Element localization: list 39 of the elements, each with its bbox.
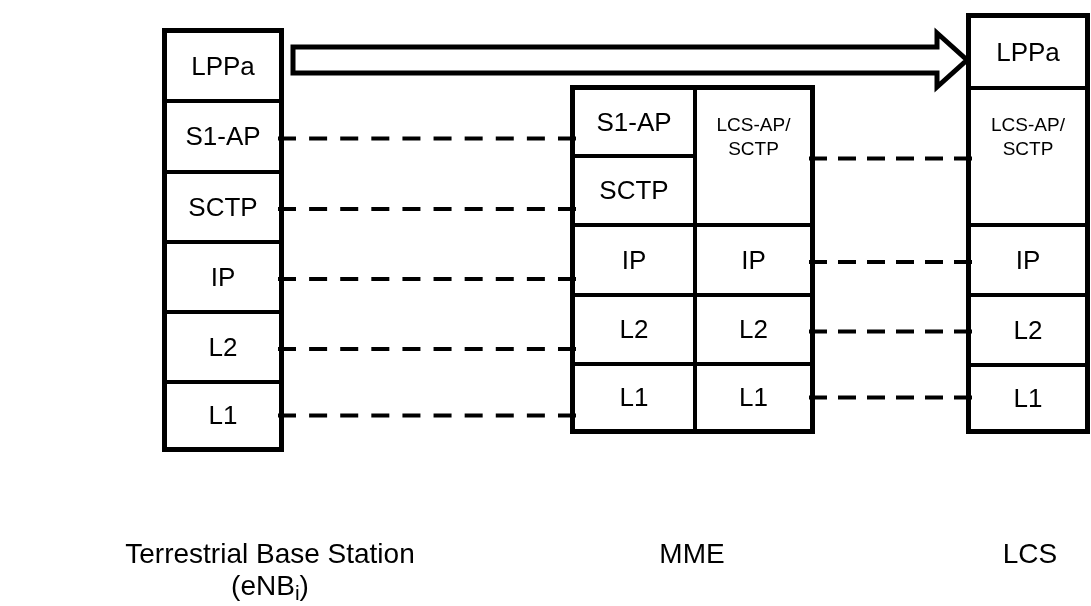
layer-label: L2 (208, 330, 238, 364)
layer-label: IP (741, 243, 766, 277)
layer-label: IP (1015, 243, 1041, 277)
dashed-line (809, 329, 972, 334)
layer-label: L2 (739, 313, 768, 346)
layer-label: SCTP (188, 190, 258, 224)
layer-label: IP (621, 243, 647, 277)
layer-label: L1 (619, 381, 649, 414)
dashed-line (278, 207, 576, 211)
layer-label: L1 (1013, 381, 1043, 415)
protocol-stack (966, 13, 1090, 434)
dashed-line (278, 413, 576, 418)
protocol-layer (575, 158, 697, 227)
layer-label: S1-AP (596, 105, 672, 139)
stack-caption: LCS (1001, 538, 1059, 570)
layer-label: LCS-AP/ SCTP (990, 112, 1066, 161)
dashed-line (278, 277, 576, 281)
dashed-line (809, 260, 972, 264)
layer-label: L2 (1013, 313, 1043, 347)
layer-label: LCS-AP/ SCTP (715, 112, 792, 161)
protocol-stack (162, 28, 284, 452)
layer-label: IP (210, 260, 236, 294)
layer-label: L1 (208, 399, 238, 432)
layer-label: LPPa (191, 49, 255, 83)
protocol-stack (570, 85, 815, 434)
stack-caption: MME (658, 538, 726, 570)
protocol-layer (575, 227, 697, 297)
protocol-layer (575, 297, 697, 366)
dashed-line (809, 156, 972, 161)
dashed-line (809, 395, 972, 400)
protocol-layer (575, 90, 697, 158)
dashed-line (278, 347, 576, 351)
layer-label: S1-AP (185, 120, 261, 153)
layer-label: SCTP (599, 174, 669, 207)
layer-label: L2 (619, 313, 649, 346)
layer-label: L1 (739, 381, 768, 414)
layer-label: LPPa (996, 35, 1060, 69)
stack-caption: Terrestrial Base Station (eNB$_{i}$) (124, 538, 416, 602)
dashed-line (278, 136, 576, 141)
